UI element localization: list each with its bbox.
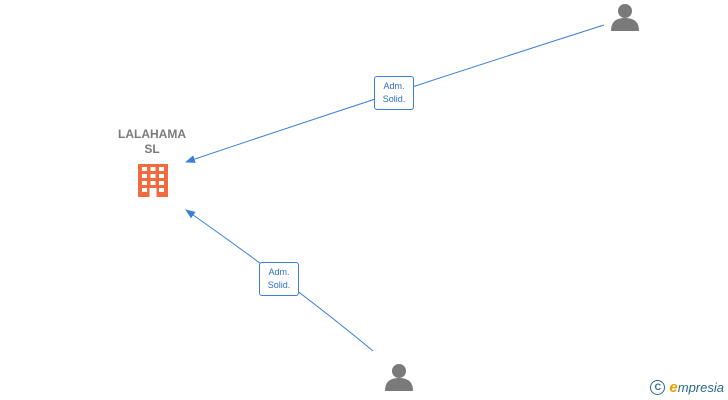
company-name[interactable]: LALAHAMA SL xyxy=(102,127,202,157)
person-icon[interactable] xyxy=(611,4,639,31)
building-icon[interactable] xyxy=(138,164,168,197)
company-name-line1: LALAHAMA xyxy=(118,127,186,141)
relation-label-2: Adm. Solid. xyxy=(259,262,299,296)
watermark: C empresia xyxy=(650,377,724,397)
relation-label-line1: Adm. xyxy=(383,81,405,91)
person-icon[interactable] xyxy=(385,364,413,391)
relation-label-line2: Solid. xyxy=(267,280,291,290)
brand-initial: e xyxy=(669,378,678,396)
copyright-icon: C xyxy=(650,379,666,395)
company-name-line2: SL xyxy=(144,142,160,156)
brand-logo: empresia xyxy=(669,379,724,396)
relation-label-line2: Solid. xyxy=(382,94,406,104)
relation-label-line1: Adm. xyxy=(268,267,290,277)
relation-label-1: Adm. Solid. xyxy=(374,76,414,110)
brand-rest: mpresia xyxy=(677,379,724,395)
